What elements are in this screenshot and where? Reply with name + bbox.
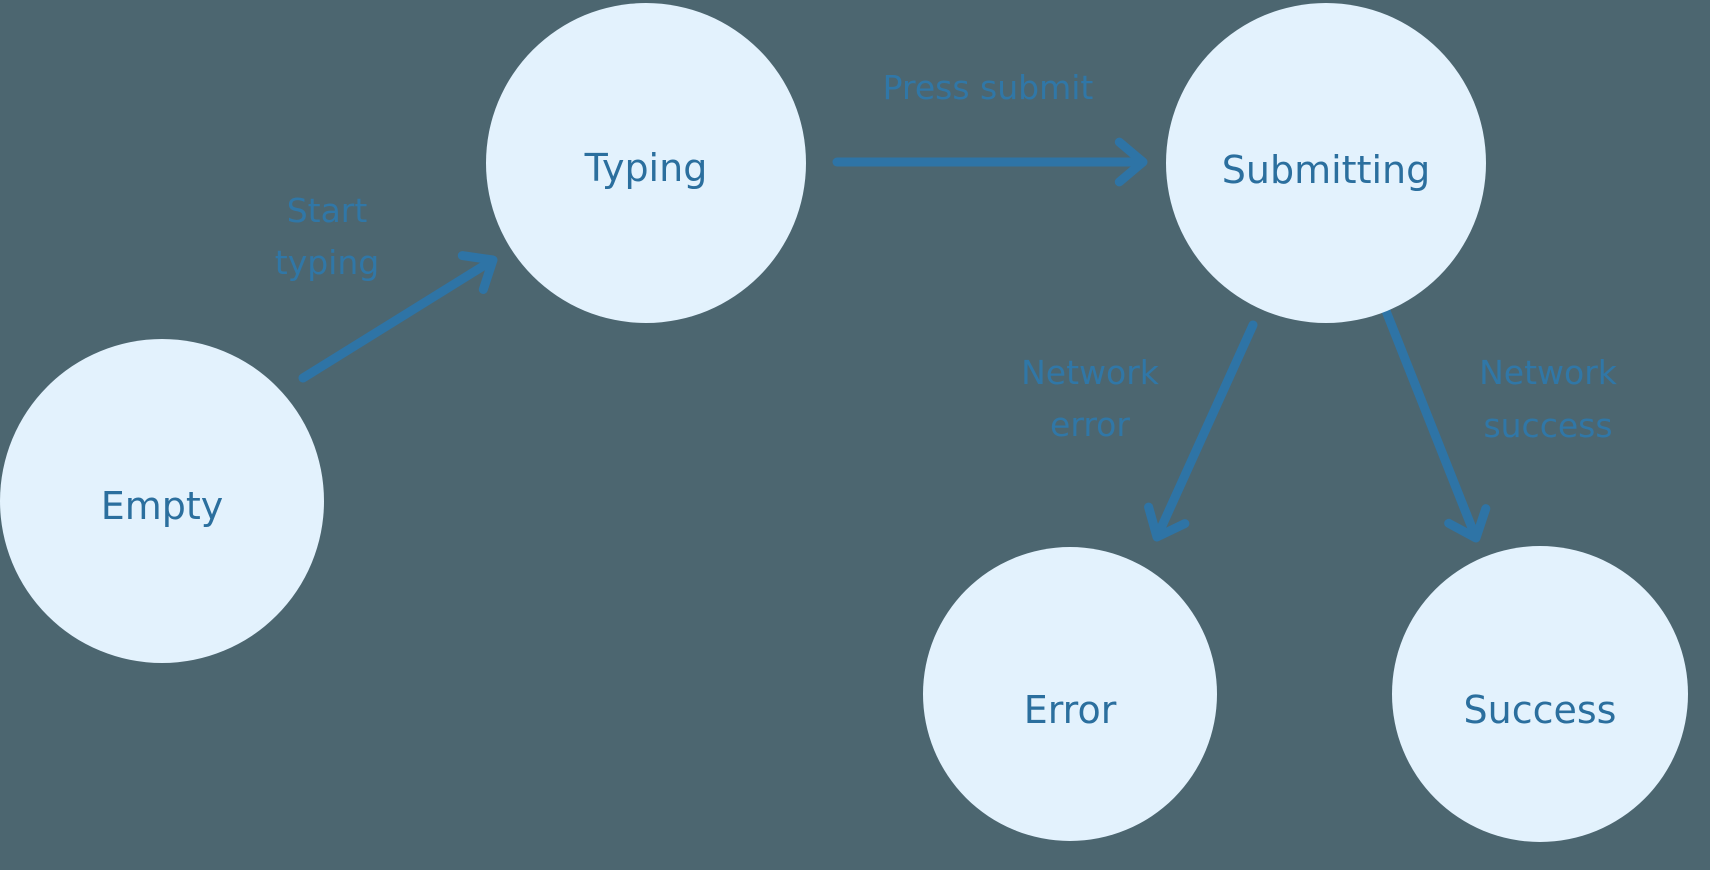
transition-label: Start typing bbox=[275, 191, 379, 282]
state-node-submitting: Submitting bbox=[1166, 3, 1486, 323]
node-circle-error bbox=[923, 547, 1217, 841]
transition-label-line: typing bbox=[275, 243, 379, 282]
node-label-submitting: Submitting bbox=[1222, 148, 1430, 192]
node-label-typing: Typing bbox=[584, 146, 708, 190]
transition-label-line: error bbox=[1050, 405, 1130, 444]
transition-label-line: Start bbox=[287, 191, 368, 230]
transition-label-line: Network bbox=[1479, 353, 1618, 392]
transition-label-line: success bbox=[1483, 406, 1612, 445]
transition-submitting-success: Network success bbox=[1381, 306, 1618, 543]
transition-label: Network success bbox=[1479, 353, 1618, 445]
node-circle-empty bbox=[0, 339, 324, 663]
state-node-empty: Empty bbox=[0, 339, 324, 663]
transition-label-line: Network bbox=[1021, 353, 1160, 392]
state-node-typing: Typing bbox=[486, 3, 806, 323]
transition-label: Press submit bbox=[883, 68, 1094, 107]
state-node-error: Error bbox=[923, 547, 1217, 841]
node-circle-typing bbox=[486, 3, 806, 323]
transition-typing-submitting: Press submit bbox=[832, 68, 1148, 187]
node-label-empty: Empty bbox=[101, 484, 224, 528]
transition-arrowhead bbox=[457, 251, 498, 294]
transition-line bbox=[1381, 306, 1480, 540]
transition-label: Network error bbox=[1021, 353, 1160, 444]
state-node-success: Success bbox=[1392, 546, 1688, 842]
transition-submitting-error: Network error bbox=[1021, 320, 1258, 542]
transition-arrowhead bbox=[1144, 502, 1190, 542]
transition-line bbox=[1153, 320, 1258, 539]
transition-label-line: Press submit bbox=[883, 68, 1094, 107]
node-circle-submitting bbox=[1166, 3, 1486, 323]
node-label-success: Success bbox=[1464, 688, 1617, 732]
node-label-error: Error bbox=[1024, 688, 1117, 732]
transition-arrowhead bbox=[1444, 504, 1491, 543]
transition-line bbox=[298, 257, 495, 383]
transition-empty-typing: Start typing bbox=[275, 191, 498, 383]
transition-arrowhead bbox=[1114, 137, 1148, 187]
node-circle-success bbox=[1392, 546, 1688, 842]
